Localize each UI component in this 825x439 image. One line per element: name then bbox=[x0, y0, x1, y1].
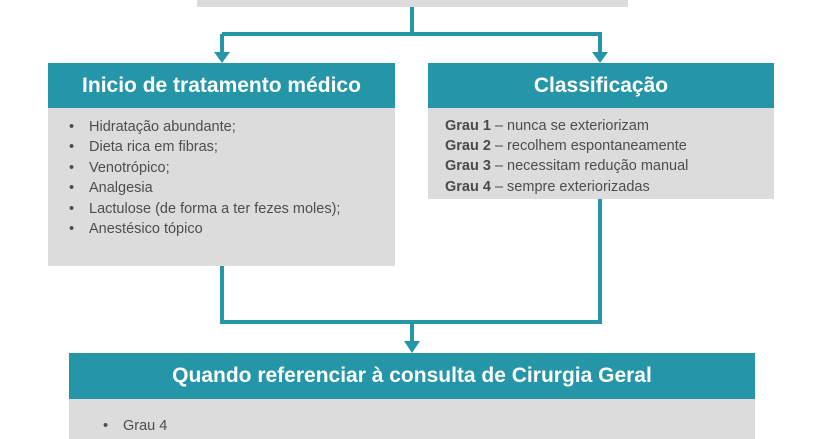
referral-list: Grau 4 bbox=[103, 416, 745, 437]
grade-item: Grau 4 – sempre exteriorizadas bbox=[445, 177, 764, 197]
grade-item: Grau 1 – nunca se exteriorizam bbox=[445, 116, 764, 136]
grade-label: Grau 4 bbox=[445, 178, 491, 195]
list-item: Grau 4 bbox=[103, 416, 745, 437]
grade-desc: – necessitam redução manual bbox=[490, 158, 689, 175]
list-item: Hidratação abundante; bbox=[69, 117, 385, 138]
arrow-to-left-box bbox=[214, 52, 230, 63]
referral-title: Quando referenciar à consulta de Cirurgi… bbox=[172, 364, 652, 387]
grade-desc: – sempre exteriorizadas bbox=[490, 178, 650, 195]
bottom-merge-connector bbox=[220, 199, 602, 342]
grade-label: Grau 2 bbox=[445, 138, 491, 155]
list-item: Dieta rica em fibras; bbox=[69, 137, 385, 158]
grade-desc: – recolhem espontaneamente bbox=[490, 138, 687, 155]
grade-desc: – nunca se exteriorizam bbox=[490, 118, 649, 134]
grade-label: Grau 1 bbox=[445, 118, 491, 134]
previous-step-box bbox=[197, 0, 628, 7]
classification-header: Classificação bbox=[428, 63, 774, 108]
grade-item: Grau 3 – necessitam redução manual bbox=[445, 156, 764, 176]
classification-box: Grau 1 – nunca se exteriorizam Grau 2 – … bbox=[428, 108, 774, 199]
list-item: Venotrópico; bbox=[69, 158, 385, 179]
top-split-connector bbox=[220, 7, 602, 54]
arrow-to-bottom-box bbox=[404, 341, 420, 353]
treatment-header: Inicio de tratamento médico bbox=[48, 63, 395, 108]
referral-header: Quando referenciar à consulta de Cirurgi… bbox=[69, 353, 755, 399]
treatment-title: Inicio de tratamento médico bbox=[82, 73, 361, 97]
treatment-list: Hidratação abundante; Dieta rica em fibr… bbox=[69, 117, 385, 240]
arrow-to-right-box bbox=[592, 52, 608, 63]
treatment-box: Hidratação abundante; Dieta rica em fibr… bbox=[48, 108, 395, 266]
list-item: Anestésico tópico bbox=[69, 219, 385, 240]
grade-label: Grau 3 bbox=[445, 158, 491, 175]
grade-list: Grau 1 – nunca se exteriorizam Grau 2 – … bbox=[445, 116, 764, 197]
grade-item: Grau 2 – recolhem espontaneamente bbox=[445, 136, 764, 156]
list-item: Analgesia bbox=[69, 178, 385, 199]
referral-box: Grau 4 bbox=[69, 399, 755, 439]
classification-title: Classificação bbox=[533, 73, 669, 97]
list-item: Lactulose (de forma a ter fezes moles); bbox=[69, 199, 385, 220]
connector-arrows bbox=[214, 7, 608, 353]
